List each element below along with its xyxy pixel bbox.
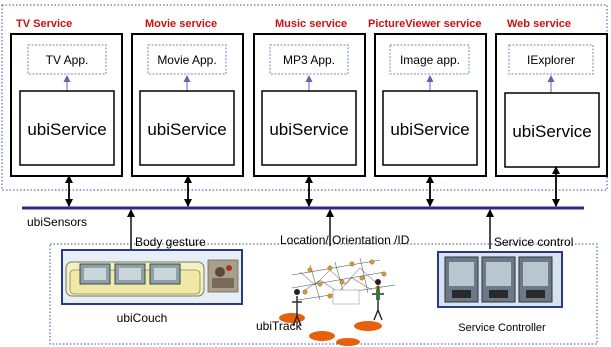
app-label: Image app. [400,53,460,67]
bus-label: ubiSensors [27,215,87,229]
ubicouch-image [61,249,243,305]
service-movie: Movie service Movie App. ubiService [131,18,244,177]
app-box [147,44,227,75]
app-box [389,44,470,75]
app-label: IExplorer [527,53,575,67]
service-tv: TV Service TV App. ubiService [10,18,123,177]
ubiservice-box [261,90,357,166]
service-title: Music service [275,18,347,30]
ubiservice-label: ubiService [147,120,226,139]
app-box [269,44,349,75]
service-web: Web service IExplorer ubiService [495,18,608,177]
sensors-region [49,243,598,345]
ubiservice-label: ubiService [27,120,106,139]
body-gesture-label: Body gesture [135,235,206,249]
ubicouch-label: ubiCouch [117,311,168,325]
service-pictureviewer: PictureViewer service Image app. ubiServ… [368,18,487,177]
service-controller-label: Service Controller [458,322,546,334]
app-box [508,44,594,75]
ubiservice-box [139,90,235,166]
service-title: TV Service [16,18,72,30]
app-label: MP3 App. [283,53,335,67]
location-label: Location/ Orientation /ID [280,233,410,247]
ubitrack-label: ubiTrack [256,319,303,333]
app-label: Movie App. [157,53,216,67]
ubiservice-box [504,92,600,168]
ubiservice-label: ubiService [512,122,591,141]
service-music: Music service MP3 App. ubiService [253,18,366,177]
service-bus-arrows [65,166,560,207]
app-box [27,44,107,75]
service-title: PictureViewer service [368,18,482,30]
service-control-label: Service control [494,235,573,249]
app-label: TV App. [46,53,89,67]
ubiservice-label: ubiService [390,120,469,139]
service-controller-image [437,251,563,308]
ubiservice-label: ubiService [269,120,348,139]
ubitrack-image [279,257,396,346]
ubiservice-box [19,90,115,166]
service-title: Movie service [145,18,217,30]
ubiservice-box [382,90,478,166]
service-title: Web service [507,18,571,30]
